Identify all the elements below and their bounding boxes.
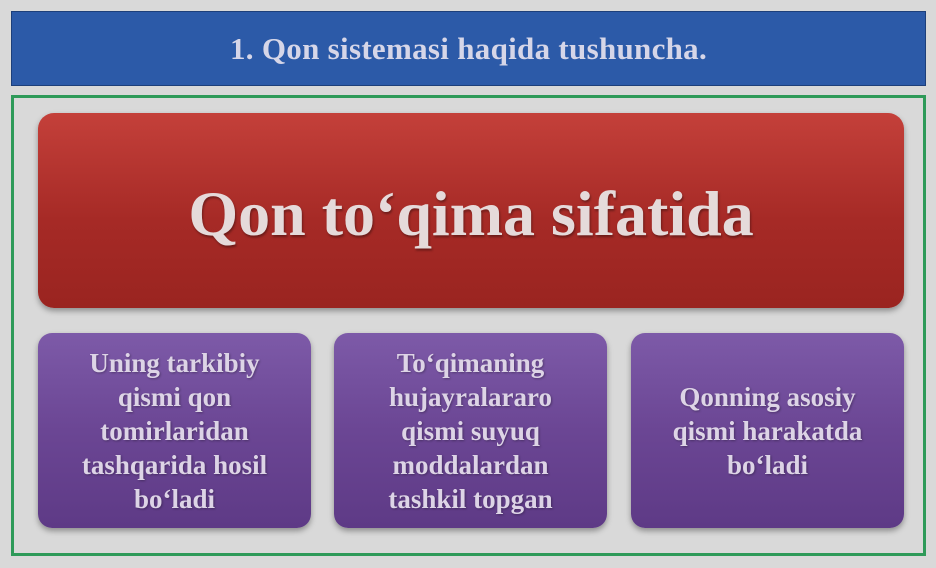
property-card-2-text: To‘qimaning hujayralararo qismi suyuq mo… [388, 347, 553, 514]
property-card-3: Qonning asosiy qismi harakatda bo‘ladi [631, 333, 904, 528]
main-concept-box: Qon to‘qima sifatida [38, 113, 904, 308]
property-card-1: Uning tarkibiy qismi qon tomirlaridan ta… [38, 333, 311, 528]
slide-title: 1. Qon sistemasi haqida tushuncha. [229, 30, 708, 66]
title-bar: 1. Qon sistemasi haqida tushuncha. [11, 11, 926, 86]
property-card-1-text: Uning tarkibiy qismi qon tomirlaridan ta… [81, 347, 268, 514]
content-frame [11, 95, 926, 556]
property-card-2: To‘qimaning hujayralararo qismi suyuq mo… [334, 333, 607, 528]
property-card-3-text: Qonning asosiy qismi harakatda bo‘ladi [672, 381, 863, 480]
main-concept-text: Qon to‘qima sifatida [188, 177, 754, 249]
